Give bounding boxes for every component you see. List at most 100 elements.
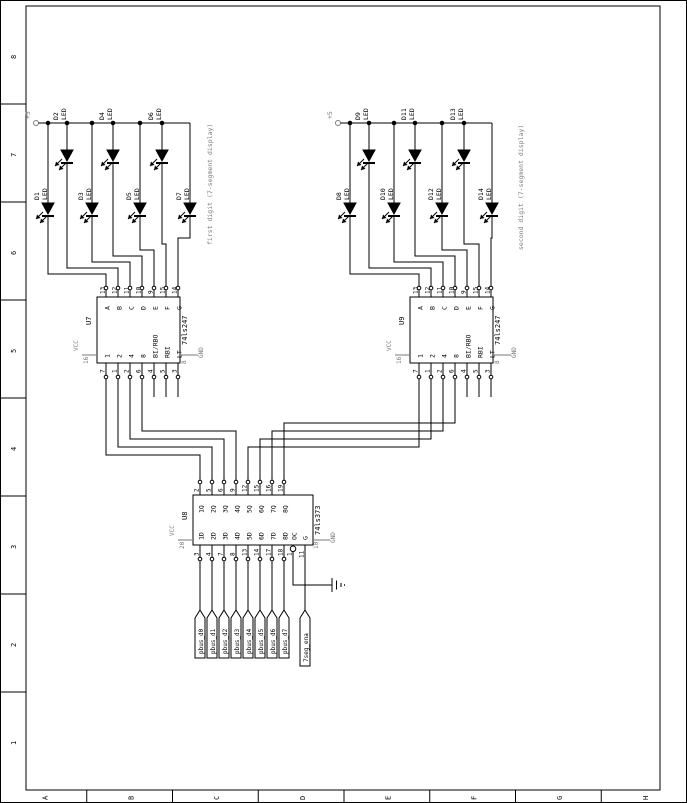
pin-number: 4 [461,369,468,373]
pin-name: 7Q [270,505,278,513]
pin-circle [163,374,169,380]
led-diode-triangle [485,202,499,216]
pin-circle [221,556,227,562]
pin-name: A [417,306,425,310]
chip-part-label: 74ls373 [314,505,322,535]
led-ref-label: D14 [477,188,485,200]
net-flag [242,609,254,659]
pin-number: 9 [148,290,155,294]
pin-circle [139,374,145,380]
pin-name: 4Q [234,505,242,513]
led-ref-label: D7 [175,192,183,200]
led-cathode-wire [66,163,119,286]
pin-number: 19 [278,484,285,492]
pin-name: B [429,306,437,310]
net-flag-label: pbus_d6 [270,628,277,654]
led-emission-arrow [104,162,113,171]
frame-row-label: 1 [10,741,18,745]
pin-name: 7D [270,532,278,540]
pin-number: 6 [218,488,225,492]
pin-number: 2 [124,369,131,373]
led-diode-triangle [133,202,147,216]
net-flag [218,609,230,659]
pin-number: 5 [160,369,167,373]
led-part-label: LED [435,188,443,200]
frame-row-label: 6 [10,251,18,255]
pin-number: 12 [242,484,249,492]
frame-col-label: C [213,796,221,800]
led-part-label: LED [155,108,163,120]
pin-number: 14 [485,286,492,294]
pin-circle [103,374,109,380]
net-flag-label: pbus_d3 [234,628,241,654]
pin-name: G [302,536,310,540]
led-part-label: LED [183,188,191,200]
led-D10 [382,202,401,223]
led-D12 [430,202,449,223]
led-D1 [36,202,55,223]
led-emission-arrow [153,162,162,171]
pin-circle [175,285,181,291]
pin-circle [464,285,470,291]
led-emission-arrow [406,162,415,171]
led-part-label: LED [362,108,370,120]
pin-circle [103,285,109,291]
pin-circle [488,374,494,380]
led-emission-arrow [341,215,350,224]
pin-number: 5 [206,488,213,492]
pin-number: 10 [449,286,456,294]
chip-ref-label: U9 [398,317,406,325]
led-D6 [150,149,169,170]
pin-name: 8D [282,532,290,540]
pin-name: F [477,306,485,310]
net-flag [230,609,242,659]
led-ref-label: D3 [77,192,85,200]
led-emission-arrow [337,211,346,220]
gnd-label: GND [330,532,337,543]
net-flag [254,609,266,659]
led-diode-triangle [41,202,55,216]
pin-circle [440,285,446,291]
pin-number: 7 [100,369,107,373]
led-cathode-wire [47,216,107,286]
pin-circle [233,479,239,485]
plus5-terminal [33,120,39,126]
chip-ref-label: U7 [85,317,93,325]
pin-name: LT [176,350,184,358]
net-flag [278,609,290,659]
pin-circle [209,479,215,485]
led-D7 [178,202,197,223]
pin-circle [257,556,263,562]
chip-part-label: 74ls247 [494,315,502,345]
led-emission-arrow [402,158,411,167]
pin-name: 4 [441,354,449,358]
pin-circle [464,374,470,380]
u9-chip-body [409,296,494,364]
pin-name: G [489,306,497,310]
led-D3 [80,202,99,223]
frame-row-label: 3 [10,545,18,549]
pin-circle [452,374,458,380]
led-D13 [452,149,471,170]
bus-wire-u9 [247,379,420,480]
pin-name: RBI [477,346,485,358]
pin-name: 6D [258,532,266,540]
plus5-label: +5 [24,111,32,119]
led-emission-arrow [83,215,92,224]
pin-number: 12 [425,286,432,294]
led-emission-arrow [149,158,158,167]
led-ref-label: D5 [125,192,133,200]
net-flag [299,609,311,667]
pin-number: 15 [160,286,167,294]
led-emission-arrow [360,162,369,171]
pin-number: 11 [299,550,306,558]
pin-number: 16 [266,484,273,492]
pin-circle [428,374,434,380]
led-diode-triangle [343,202,357,216]
pin-number: 9 [461,290,468,294]
pin-number: 3 [194,552,201,556]
vcc-label: VCC [169,525,176,536]
led-D5 [128,202,147,223]
net-flag [206,609,218,659]
pin-number: 14 [172,286,179,294]
